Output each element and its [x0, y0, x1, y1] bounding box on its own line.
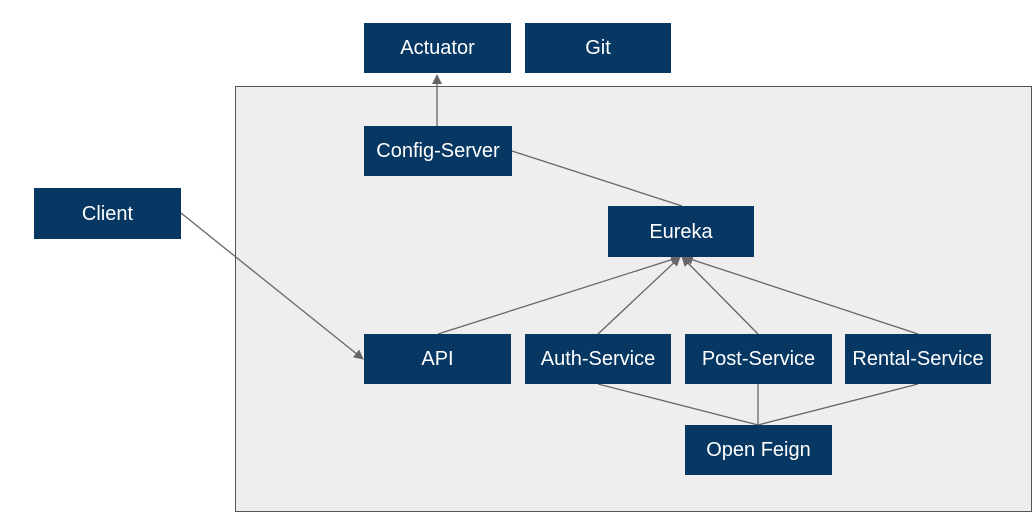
eureka-node: Eureka: [608, 206, 754, 257]
config-server-node: Config-Server: [364, 126, 512, 176]
actuator-node: Actuator: [364, 23, 511, 73]
git-node: Git: [525, 23, 671, 73]
client-node: Client: [34, 188, 181, 239]
service-boundary: [235, 86, 1032, 512]
auth-service-node: Auth-Service: [525, 334, 671, 384]
rental-service-node: Rental-Service: [845, 334, 991, 384]
api-node: API: [364, 334, 511, 384]
open-feign-node: Open Feign: [685, 425, 832, 475]
post-service-node: Post-Service: [685, 334, 832, 384]
